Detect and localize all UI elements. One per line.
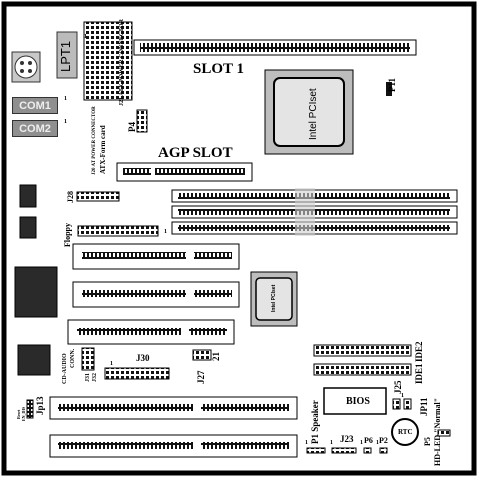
slot1-label: SLOT 1 bbox=[193, 61, 244, 77]
cd-audio-connector bbox=[81, 347, 95, 371]
atx-power-connector bbox=[83, 21, 133, 101]
rtc-label: RTC bbox=[398, 428, 413, 436]
p11-header bbox=[386, 82, 392, 96]
p1-speaker-header bbox=[306, 447, 326, 454]
floppy-label: Floppy bbox=[63, 222, 72, 247]
pin1-marker-com1: 1 bbox=[64, 96, 67, 102]
pin1-marker-lpt: 1 bbox=[84, 34, 87, 40]
super-io-chip bbox=[14, 266, 58, 318]
com1-port: COM1 bbox=[12, 97, 58, 114]
j23-header bbox=[331, 447, 357, 454]
j21b-label: 21 bbox=[211, 352, 221, 361]
j20-label: J20 AT POWER CONNECTOR bbox=[92, 106, 97, 175]
intel-pciset-chip bbox=[264, 69, 354, 155]
ide1-label: IDE1 bbox=[414, 363, 424, 384]
p11-label: P11 bbox=[387, 77, 397, 92]
pin1-marker-j25: 1 bbox=[401, 393, 404, 399]
agp-pins-b bbox=[155, 168, 245, 175]
pin1-marker-com2: 1 bbox=[64, 119, 67, 125]
pci-slots bbox=[67, 243, 240, 345]
p2-label: P2 bbox=[379, 436, 388, 445]
atx-form-label: ATX-Form card bbox=[99, 125, 107, 174]
j30-label: J30 bbox=[136, 353, 150, 363]
bios-chip bbox=[323, 387, 387, 415]
j25-label: J25 bbox=[393, 380, 403, 395]
pin1-marker-p1: 1 bbox=[305, 440, 308, 446]
p6-header bbox=[363, 447, 372, 454]
isa-slots bbox=[49, 396, 298, 458]
j32-label: J32 bbox=[92, 373, 98, 382]
lpt1-label: LPT1 bbox=[58, 40, 73, 72]
j21-label: J21 ATX POWER CONNECTOR bbox=[119, 19, 125, 106]
com2-port: COM2 bbox=[12, 120, 58, 137]
conn-label: CONN. bbox=[70, 348, 76, 368]
cd-audio-label: CD-AUDIO bbox=[62, 353, 68, 384]
ide2-connector bbox=[313, 344, 412, 357]
floppy-connector bbox=[77, 225, 159, 237]
agp-slot-label: AGP SLOT bbox=[158, 145, 233, 161]
j28-label: J28 bbox=[66, 191, 75, 203]
jp11-label: JP11 bbox=[419, 397, 429, 416]
p4-label: P4 bbox=[127, 122, 137, 132]
pin1-marker-p2: 1 bbox=[376, 440, 379, 446]
j25-jumper bbox=[392, 398, 401, 410]
j31-label: J31 bbox=[85, 373, 91, 382]
chip-left-2 bbox=[19, 216, 37, 239]
ide1-connector bbox=[313, 363, 412, 376]
j27-header bbox=[192, 349, 212, 361]
agp-pins-a bbox=[123, 168, 151, 175]
ps2-connector bbox=[11, 51, 41, 83]
lpt1-port bbox=[56, 31, 78, 79]
jp11-jumper bbox=[403, 398, 412, 410]
j23-label: J23 bbox=[340, 434, 354, 444]
audio-chip bbox=[17, 344, 51, 376]
pin1-marker-j23: 1 bbox=[330, 440, 333, 446]
bios-label: BIOS bbox=[346, 396, 370, 407]
intel-pciset-label: Intel PCIset bbox=[308, 88, 319, 140]
p6-label: P6 bbox=[364, 436, 373, 445]
intel-pciset-small-label: Intel PCIset bbox=[271, 284, 277, 312]
pin1-marker-p6: 1 bbox=[360, 440, 363, 446]
jp13-jumper bbox=[26, 399, 34, 419]
j27-label: J27 bbox=[196, 370, 206, 385]
j30-header bbox=[104, 367, 170, 380]
p4-header bbox=[136, 109, 148, 133]
hd-led-header bbox=[437, 429, 451, 437]
chip-left-1 bbox=[19, 184, 37, 208]
intel-pciset-chip-small bbox=[250, 271, 298, 327]
j28-header bbox=[76, 191, 120, 202]
p1-speaker-label: P1 Speaker bbox=[310, 400, 320, 444]
en-dis-label: EN_DIS bbox=[21, 406, 26, 421]
dimm-slots bbox=[171, 188, 458, 236]
ide2-label: IDE2 bbox=[414, 341, 424, 362]
p5-label: P5 bbox=[423, 437, 432, 446]
pin1-marker-j30: 1 bbox=[110, 361, 113, 367]
p2-header bbox=[379, 447, 388, 454]
jp13-label: Jp13 bbox=[35, 396, 45, 415]
rtc-battery bbox=[391, 418, 419, 446]
pin1-marker-floppy: 1 bbox=[164, 229, 167, 235]
slot1-pins bbox=[140, 43, 410, 52]
hd-led-label: HD-LED "Normal" bbox=[433, 397, 442, 466]
